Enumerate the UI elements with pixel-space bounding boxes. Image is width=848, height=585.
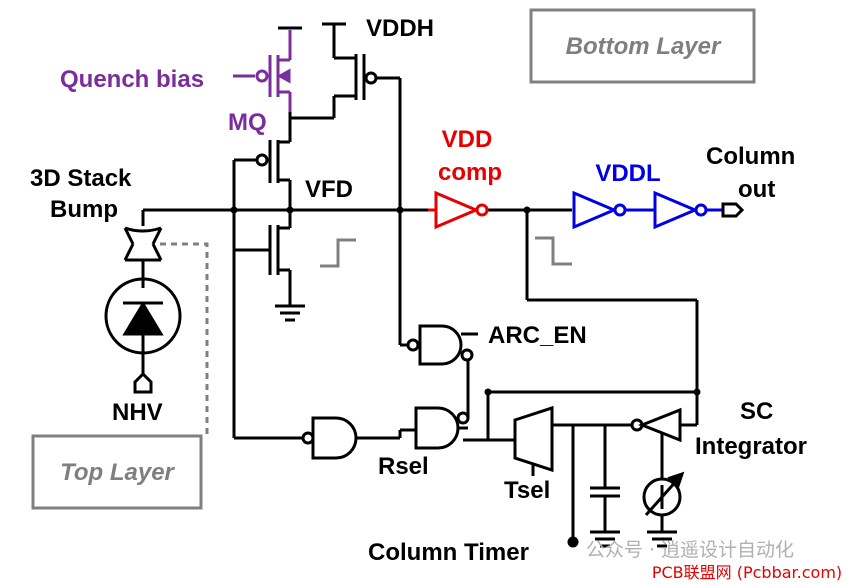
ground-symbol [275,304,305,322]
sc-integrator-label-line1: SC [740,398,773,425]
vdd-comp-inverter [428,190,489,230]
arc-en-label: ARC_EN [488,322,587,349]
sc-integrator-label-line2: Integrator [695,433,807,460]
rising-edge-waveform [320,238,356,268]
inverter-stack [232,112,292,438]
tsel-mux [463,405,632,548]
feedback-network [466,210,699,440]
stack-bump-connector [123,226,163,288]
enable-nand-gate [414,406,470,450]
vfd-label: VFD [305,176,353,203]
top-layer-box: Top Layer [31,434,203,510]
mq-label: MQ [228,109,267,136]
junction-dot [286,206,294,214]
watermark-site: PCB联盟网 (Pcbbar.com) [652,563,842,582]
junction-dot [693,388,701,396]
rsel-nand-gate [234,416,416,460]
quench-bias-label: Quench bias [60,66,204,93]
vdd-comp-label-line2: comp [438,159,502,186]
stack-bump-label-line1: 3D Stack [30,165,132,192]
rsel-label: Rsel [378,453,429,480]
tsel-label: Tsel [504,477,550,504]
nhv-label: NHV [112,399,163,426]
spad-diode [104,277,182,376]
layer-boundary-dashed [160,242,209,436]
junction-dot [484,388,492,396]
nhv-terminal [133,371,153,394]
vddl-label: VDDL [595,160,660,187]
sc-integrator [590,407,697,548]
vfd-node-wire [141,208,572,226]
column-out-label-line1: Column [706,143,795,170]
vddh-label: VDDH [366,15,434,42]
bottom-layer-box: Bottom Layer [529,8,756,84]
vdd-comp-label-line1: VDD [442,126,493,153]
junction-dot [230,206,238,214]
column-out-terminal [721,202,745,218]
junction-dot [396,206,404,214]
watermark-wechat: 公众号 · 逍遥设计自动化 [586,539,794,561]
top-layer-label: Top Layer [60,459,175,486]
quench-transistor-mq [233,30,292,112]
column-timer-label: Column Timer [368,539,529,566]
vddl-buffers [572,190,723,230]
arc-en-nand-gate [406,324,474,366]
column-out-label-line2: out [738,176,775,203]
falling-edge-waveform [535,236,572,266]
stack-bump-label-line2: Bump [50,196,118,223]
bottom-layer-label: Bottom Layer [566,33,722,60]
